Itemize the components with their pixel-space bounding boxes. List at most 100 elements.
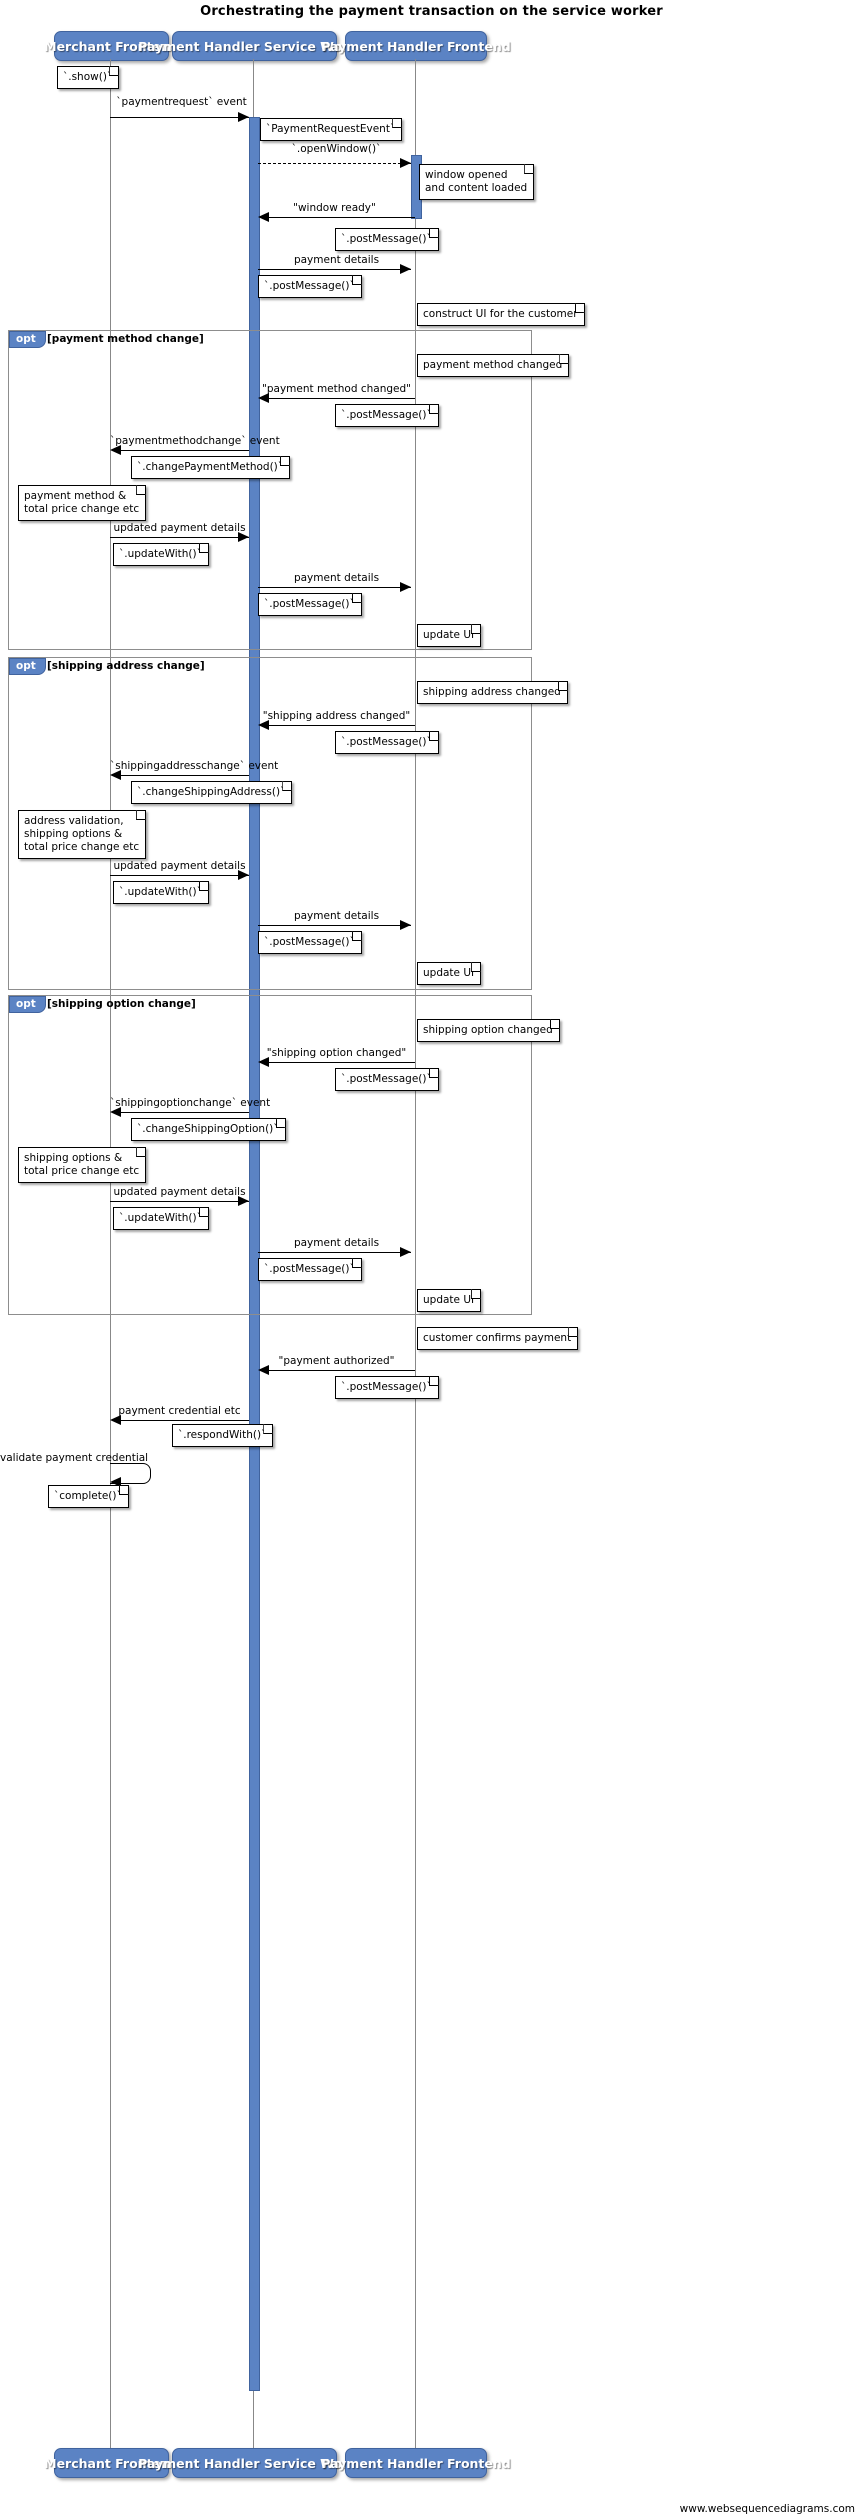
actor-label: Payment Handler Frontend <box>321 38 511 54</box>
note-pm-post-message-2: `.postMessage()` <box>258 593 362 616</box>
note-change-shipping-option: `.changeShippingOption()` <box>131 1118 286 1141</box>
message-label-updated-payment-details-2: updated payment details <box>113 860 246 872</box>
page-title: Orchestrating the payment transaction on… <box>200 4 663 19</box>
note-sa-merchant: address validation, shipping options & t… <box>18 810 147 859</box>
arrow-left-payment-method-changed <box>258 393 269 403</box>
note-auth-post-message: `.postMessage()` <box>335 1376 439 1399</box>
activation-service-worker <box>249 117 260 2391</box>
note-pm-merchant: payment method & total price change etc <box>18 485 147 521</box>
message-line-payment-credential <box>121 1420 249 1421</box>
note-pm-update-ui: update UI <box>417 624 482 647</box>
note-shipping-option-changed: shipping option changed <box>417 1019 560 1042</box>
note-post-message-1: `.postMessage()` <box>335 228 439 251</box>
arrow-right-updated-payment-details-2 <box>238 870 249 880</box>
message-line-shippingoptionchange-event <box>121 1112 249 1113</box>
lifeline-handler-frontend <box>415 59 416 2448</box>
fragment-label-opt-2: opt <box>9 658 46 675</box>
message-line-window-ready <box>269 217 415 218</box>
note-so-update-with: `.updateWith()` <box>113 1207 209 1230</box>
actor-service-worker-bottom[interactable]: Payment Handler Service Worker <box>138 2448 371 2478</box>
message-label-paymentrequest-event: `paymentrequest` event <box>116 96 247 108</box>
message-label-window-ready: "window ready" <box>293 202 376 214</box>
note-shipping-address-changed: shipping address changed <box>417 681 568 704</box>
lifeline-merchant-frontend <box>110 59 111 2448</box>
arrow-right-paymentrequest-event <box>238 112 249 122</box>
actor-merchant-frontend-bottom[interactable]: Merchant Frontend <box>44 2448 179 2478</box>
actor-label: Payment Handler Service Worker <box>138 38 371 54</box>
note-pm-post-message: `.postMessage()` <box>335 404 439 427</box>
note-so-update-ui: update UI <box>417 1289 482 1312</box>
message-line-updated-payment-details-2 <box>110 875 249 876</box>
arrow-left-paymentmethodchange-event <box>110 445 121 455</box>
message-label-payment-details-3: payment details <box>293 910 380 922</box>
arrow-left-shipping-option-changed <box>258 1057 269 1067</box>
message-label-shippingoptionchange-event: `shippingoptionchange` event <box>110 1097 271 1109</box>
note-show: `.show()` <box>57 66 120 89</box>
arrow-left-shippingoptionchange-event <box>110 1107 121 1117</box>
arrow-right-payment-details-4 <box>400 1247 411 1257</box>
arrow-right-payment-details-1 <box>400 264 411 274</box>
fragment-condition-2: [shipping address change] <box>47 660 205 672</box>
note-complete: `complete()` <box>48 1485 129 1508</box>
arrow-right-payment-details-3 <box>400 920 411 930</box>
message-label-payment-details-1: payment details <box>293 254 380 266</box>
arrow-right-payment-details-2 <box>400 582 411 592</box>
message-line-payment-authorized <box>269 1370 415 1371</box>
fragment-kind: opt <box>16 660 36 672</box>
actor-label: Payment Handler Service Worker <box>138 2455 371 2471</box>
arrow-left-shippingaddresschange-event <box>110 770 121 780</box>
message-line-paymentrequest-event <box>110 117 249 118</box>
message-label-openwindow: `.openWindow()` <box>291 143 382 155</box>
message-label-payment-authorized: "payment authorized" <box>278 1355 395 1367</box>
message-label-shipping-option-changed: "shipping option changed" <box>266 1047 407 1059</box>
note-sa-update-with: `.updateWith()` <box>113 881 209 904</box>
message-line-payment-details-3 <box>258 925 411 926</box>
note-customer-confirms: customer confirms payment <box>417 1327 579 1350</box>
footer-credit: www.websequencediagrams.com <box>679 2503 855 2515</box>
fragment-label-opt-1: opt <box>9 331 46 348</box>
note-payment-request-event: `PaymentRequestEvent` <box>260 118 403 141</box>
note-change-payment-method: `.changePaymentMethod()` <box>131 456 291 479</box>
message-line-openwindow <box>258 163 411 164</box>
message-label-payment-credential: payment credential etc <box>118 1405 241 1417</box>
arrow-right-updated-payment-details-1 <box>238 532 249 542</box>
message-line-shipping-address-changed <box>269 725 415 726</box>
note-so-merchant: shipping options & total price change et… <box>18 1147 147 1183</box>
message-label-updated-payment-details-1: updated payment details <box>113 522 246 534</box>
message-line-shippingaddresschange-event <box>121 775 249 776</box>
actor-merchant-frontend-top[interactable]: Merchant Frontend <box>44 31 179 61</box>
message-label-updated-payment-details-3: updated payment details <box>113 1186 246 1198</box>
fragment-condition-1: [payment method change] <box>47 333 204 345</box>
message-label-validate-payment-credential: validate payment credential <box>0 1452 149 1464</box>
note-window-opened: window opened and content loaded <box>419 164 535 200</box>
message-label-payment-method-changed: "payment method changed" <box>262 383 411 395</box>
arrow-right-updated-payment-details-3 <box>238 1196 249 1206</box>
fragment-label-opt-3: opt <box>9 996 46 1013</box>
arrow-left-shipping-address-changed <box>258 720 269 730</box>
note-construct-ui: construct UI for the customer <box>417 303 585 326</box>
actor-label: Merchant Frontend <box>44 38 179 54</box>
arrow-left-payment-credential <box>110 1415 121 1425</box>
fragment-payment-method-change <box>8 330 532 650</box>
message-line-paymentmethodchange-event <box>121 450 249 451</box>
message-line-updated-payment-details-3 <box>110 1201 249 1202</box>
message-label-shipping-address-changed: "shipping address changed" <box>262 710 411 722</box>
note-payment-method-changed: payment method changed <box>417 354 570 377</box>
actor-handler-frontend-bottom[interactable]: Payment Handler Frontend <box>321 2448 511 2478</box>
actor-label: Merchant Frontend <box>44 2455 179 2471</box>
arrow-left-window-ready <box>258 212 269 222</box>
note-so-post-message: `.postMessage()` <box>335 1068 439 1091</box>
note-sa-post-message-2: `.postMessage()` <box>258 931 362 954</box>
arrow-right-openwindow <box>400 158 411 168</box>
actor-service-worker-top[interactable]: Payment Handler Service Worker <box>138 31 371 61</box>
actor-label: Payment Handler Frontend <box>321 2455 511 2471</box>
message-line-payment-method-changed <box>269 398 415 399</box>
message-label-payment-details-4: payment details <box>293 1237 380 1249</box>
actor-handler-frontend-top[interactable]: Payment Handler Frontend <box>321 31 511 61</box>
note-change-shipping-address: `.changeShippingAddress()` <box>131 781 293 804</box>
note-pm-update-with: `.updateWith()` <box>113 543 209 566</box>
message-line-shipping-option-changed <box>269 1062 415 1063</box>
note-sa-update-ui: update UI <box>417 962 482 985</box>
message-line-payment-details-1 <box>258 269 411 270</box>
